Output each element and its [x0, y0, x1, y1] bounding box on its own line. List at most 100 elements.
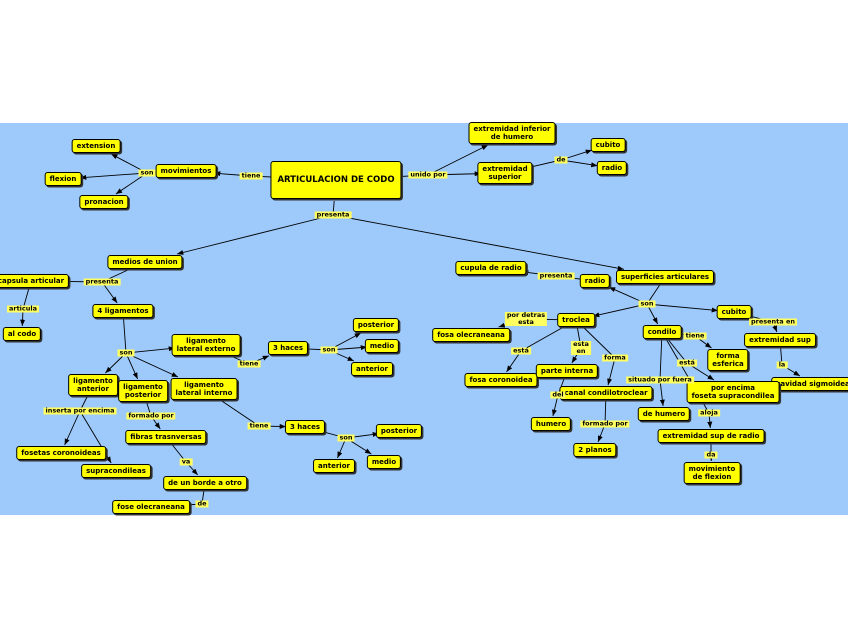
- concept-node-troclea[interactable]: troclea: [557, 313, 595, 327]
- linking-phrase-p_son5: son: [638, 299, 656, 308]
- concept-node-post2[interactable]: posterior: [375, 424, 423, 438]
- link-p_del-humero1: [551, 394, 559, 417]
- concept-node-llext[interactable]: ligamento lateral externo: [171, 334, 241, 356]
- link-p_presenta1-medios: [176, 214, 334, 255]
- concept-node-main[interactable]: ARTICULACION DE CODO: [270, 161, 402, 199]
- concept-node-llint[interactable]: ligamento lateral interno: [170, 378, 238, 400]
- concept-node-extension[interactable]: extension: [71, 139, 121, 153]
- concept-node-movflex[interactable]: movimiento de flexion: [683, 462, 741, 484]
- link-p_son1-pronacion: [115, 172, 148, 195]
- link-p_son2-llint: [125, 352, 179, 378]
- concept-node-dehumero[interactable]: de humero: [637, 407, 691, 421]
- link-troclea-p_esta1: [520, 327, 563, 352]
- link-p_son2-lpost: [125, 352, 139, 380]
- linking-phrase-p_esta1: está: [511, 346, 531, 355]
- concept-node-fosetas[interactable]: fosetas coronoideas: [16, 446, 106, 460]
- concept-node-lig4[interactable]: 4 ligamentos: [92, 304, 154, 318]
- concept-node-ant1[interactable]: anterior: [351, 362, 393, 376]
- link-p_inserta-supra: [79, 410, 112, 464]
- linking-phrase-p_del: del: [550, 390, 566, 399]
- linking-phrase-p_tiene1: tiene: [239, 171, 263, 180]
- linking-phrase-p_son3: son: [320, 345, 338, 354]
- concept-node-humero1[interactable]: humero: [530, 417, 572, 431]
- concept-node-foseole2[interactable]: fosa olecraneana: [432, 328, 510, 342]
- concept-node-planos[interactable]: 2 planos: [573, 443, 617, 457]
- link-troclea-p_forma: [583, 327, 616, 359]
- link-p_esta1-fosacor: [506, 350, 522, 373]
- concept-node-foseoleB[interactable]: fose olecraneana: [112, 500, 190, 514]
- linking-phrase-p_aloja: aloja: [698, 408, 720, 417]
- linking-phrase-p_forma: forma: [602, 353, 628, 362]
- concept-node-movimientos[interactable]: movimientos: [155, 164, 217, 178]
- linking-phrase-p_presenta1: presenta: [314, 210, 352, 219]
- concept-node-cavidad[interactable]: cavidad sigmoidea: [771, 377, 848, 391]
- concept-node-borde[interactable]: de un borde a otro: [163, 476, 247, 490]
- concept-node-parteint[interactable]: parte interna: [535, 364, 599, 378]
- linking-phrase-p_de1: de: [554, 155, 568, 164]
- linking-phrase-p_inserta: inserta por encima: [43, 406, 117, 415]
- concept-node-radio2[interactable]: radio: [579, 274, 611, 288]
- linking-phrase-p_esta2: está: [677, 358, 697, 367]
- link-p_presenta1-superf: [332, 214, 625, 271]
- link-p_presenta2-lig4: [101, 281, 118, 304]
- concept-node-fibras[interactable]: fibras trasnversas: [125, 430, 207, 444]
- concept-node-cupula[interactable]: cupula de radio: [455, 261, 527, 275]
- linking-phrase-p_estaen: esta en: [571, 340, 591, 355]
- concept-node-ext_inf[interactable]: extremidad inferior de humero: [468, 122, 556, 144]
- linking-phrase-p_presentaen: presenta en: [749, 317, 797, 326]
- concept-node-alcodo[interactable]: al codo: [2, 327, 42, 341]
- link-canal-p_formadopor: [604, 400, 607, 425]
- link-p_situado-dehumero: [659, 379, 665, 407]
- concept-node-supra[interactable]: supracondileas: [81, 464, 151, 478]
- linking-phrase-p_de2: de: [195, 499, 209, 508]
- linking-phrase-p_tiene4: tiene: [683, 331, 707, 340]
- link-p_unido-ext_inf: [427, 144, 489, 176]
- concept-node-fosacor[interactable]: fosa coronoidea: [464, 373, 538, 387]
- linking-phrase-p_tiene2: tiene: [237, 359, 261, 368]
- linking-phrase-p_tiene3: tiene: [247, 421, 271, 430]
- link-p_forma-canal: [607, 357, 616, 386]
- concept-node-medios[interactable]: medios de union: [107, 255, 183, 269]
- linking-phrase-p_son4: son: [337, 433, 355, 442]
- linking-phrase-p_situado: situado por fuera: [626, 375, 694, 384]
- link-condilo-p_situado: [659, 339, 663, 381]
- link-lig4-p_son2: [123, 318, 127, 354]
- linking-phrase-p_formadopor: formado por: [580, 419, 630, 428]
- linking-phrase-p_da: da: [704, 450, 718, 459]
- link-condilo-p_esta2: [668, 339, 688, 364]
- concept-map-canvas: ARTICULACION DE CODO movimientos extension…: [0, 122, 848, 515]
- linking-phrase-p_presenta2: presenta: [83, 277, 121, 286]
- concept-node-porencima[interactable]: por encima foseta supracondilea: [686, 381, 780, 403]
- concept-node-ant2[interactable]: anterior: [313, 459, 355, 473]
- link-llint-p_tiene3: [221, 400, 260, 427]
- concept-node-lpost[interactable]: ligamento posterior: [118, 380, 168, 402]
- concept-node-extsup2[interactable]: extremidad sup: [744, 333, 816, 347]
- concept-node-haces1[interactable]: 3 haces: [267, 341, 309, 355]
- concept-node-haces2[interactable]: 3 haces: [284, 420, 326, 434]
- concept-node-cubito2[interactable]: cubito: [716, 305, 752, 319]
- link-p_son1-flexion: [79, 172, 148, 180]
- linking-phrase-p_son1: son: [138, 168, 156, 177]
- concept-node-canal[interactable]: canal condilotroclear: [559, 386, 653, 400]
- concept-node-cubito1[interactable]: cubito: [590, 138, 626, 152]
- linking-phrase-p_presenta3: presenta: [537, 271, 575, 280]
- concept-node-capsula[interactable]: capsula articular: [0, 274, 70, 288]
- concept-node-superf[interactable]: superficies articulares: [616, 270, 714, 284]
- concept-node-ext_sup[interactable]: extremidad superior: [477, 162, 533, 184]
- concept-node-pronacion[interactable]: pronacion: [79, 195, 129, 209]
- concept-node-lant[interactable]: ligamento anterior: [68, 374, 118, 396]
- concept-node-formaesf[interactable]: forma esferica: [707, 349, 749, 371]
- link-p_inserta-fosetas: [64, 410, 81, 446]
- linking-phrase-p_articula: articula: [6, 304, 40, 313]
- concept-node-flexion[interactable]: flexion: [44, 172, 82, 186]
- linking-phrase-p_formado: formado por: [126, 411, 176, 420]
- concept-map-links: [20, 144, 801, 508]
- link-p_son5-troclea: [592, 303, 648, 318]
- concept-node-extsupradio[interactable]: extremidad sup de radio: [657, 429, 765, 443]
- concept-node-condilo[interactable]: condilo: [642, 325, 682, 339]
- linking-phrase-p_va: va: [179, 457, 193, 466]
- concept-node-radio1[interactable]: radio: [596, 161, 628, 175]
- concept-node-medio1[interactable]: medio: [364, 339, 400, 353]
- concept-node-post1[interactable]: posterior: [352, 318, 400, 332]
- concept-node-medio2[interactable]: medio: [366, 455, 402, 469]
